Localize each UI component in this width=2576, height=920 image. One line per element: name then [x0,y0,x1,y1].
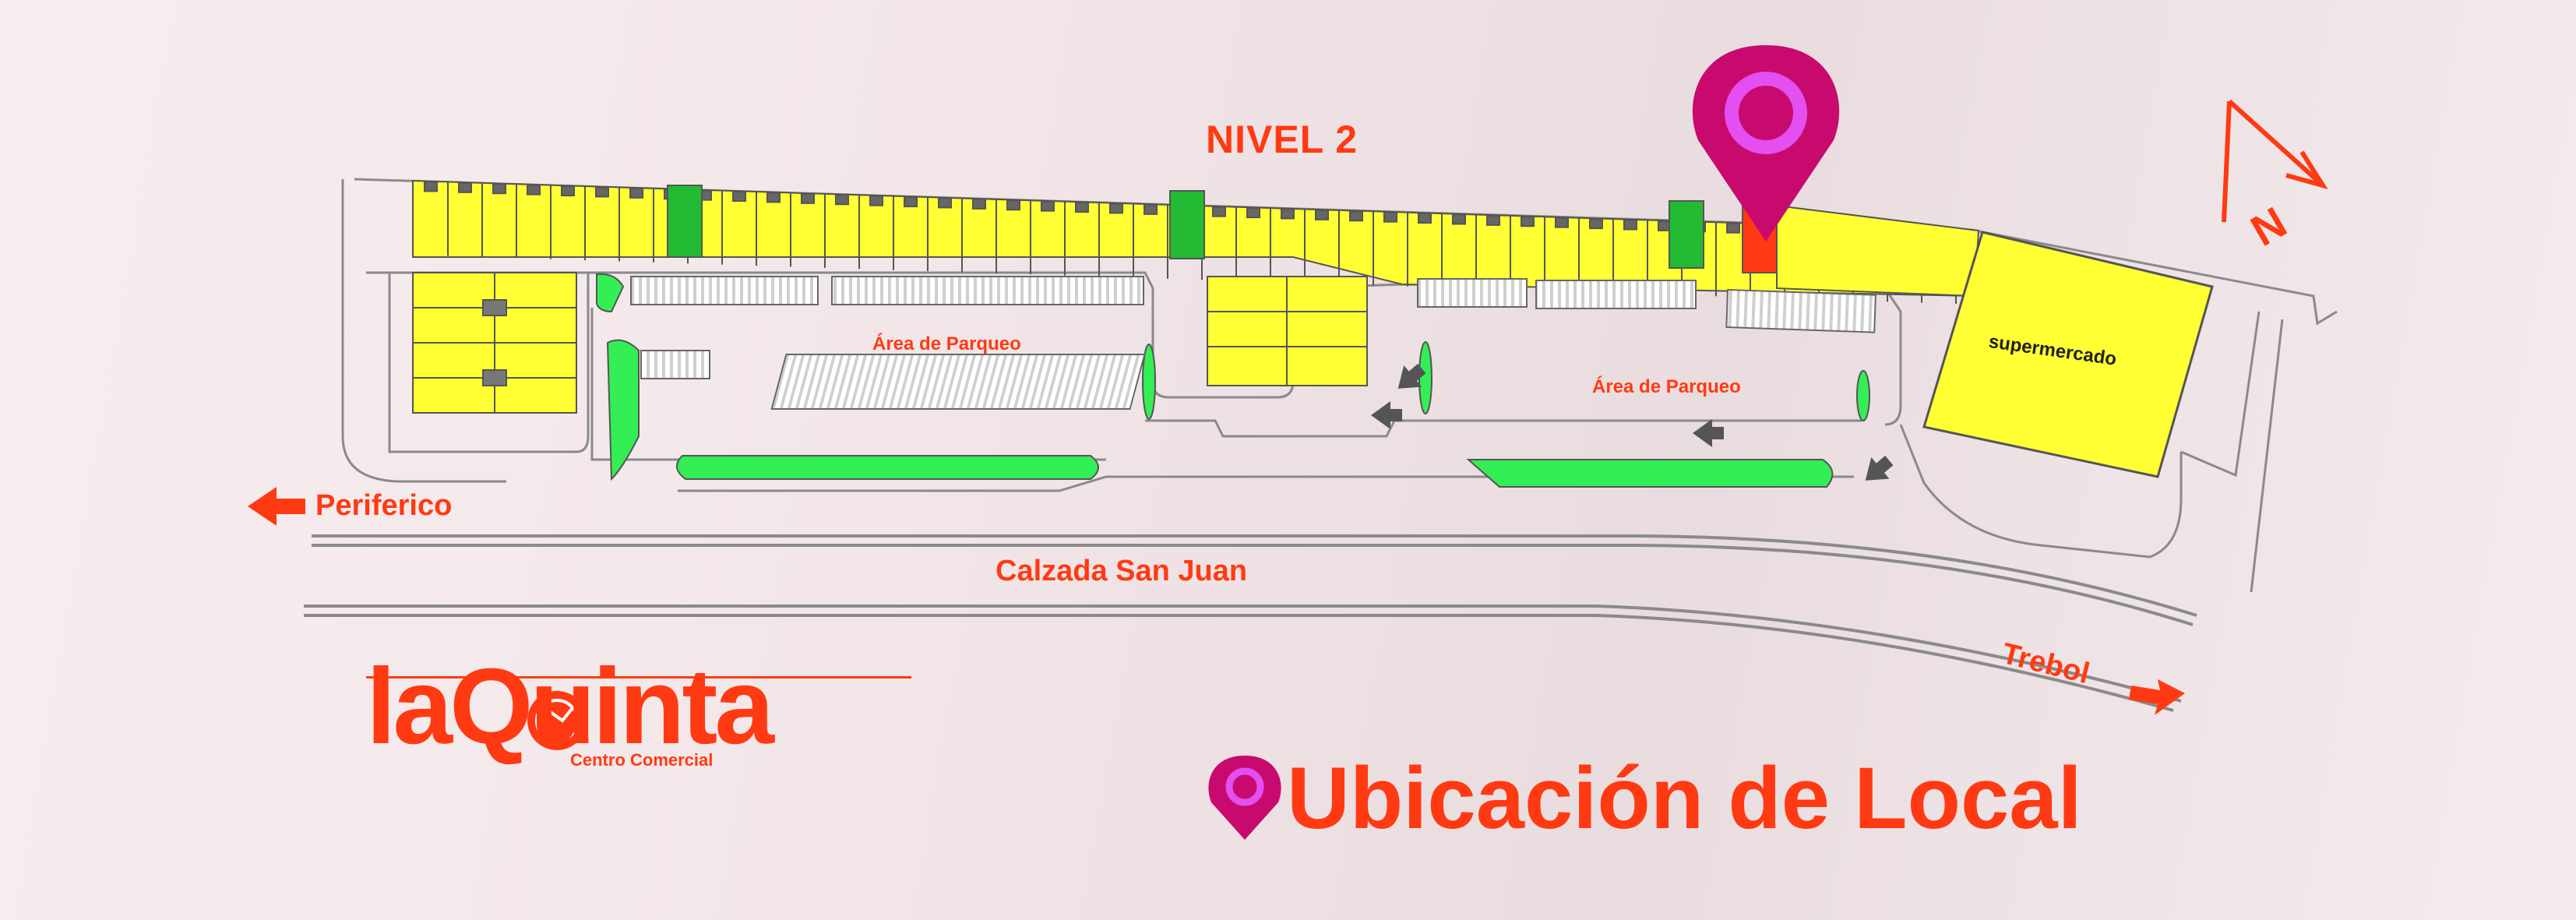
local-door [1726,222,1740,234]
logo-emblem-icon [527,691,587,750]
center-block-locals [1207,276,1368,386]
street-periferico: Periferico [315,489,453,522]
local-door [561,185,575,197]
local-door [1486,214,1500,226]
left-block-locals [412,272,577,414]
local-door [1555,217,1569,228]
local-door [1349,210,1363,222]
logo-underline [366,676,911,679]
local-door [732,191,746,203]
logo-wordmark: laQuinta [366,647,774,767]
local-door [595,186,609,198]
local-door [972,198,986,210]
local-door [938,197,952,209]
location-pin-icon [1208,756,1281,840]
local-door [1315,209,1329,220]
green-area [1169,190,1205,259]
local-door [1418,213,1432,224]
north-arrow-icon [2222,99,2328,223]
local-door [766,192,781,203]
local-door [1041,200,1055,212]
local-door [1212,206,1226,217]
supermarket-block [1922,231,2214,478]
local-door [1006,199,1020,211]
local-door [629,187,643,199]
local-door [1246,207,1260,219]
roads [304,534,2197,712]
local-door [527,184,541,196]
local-door [1452,213,1466,225]
parking-area-label: Área de Parqueo [872,333,1021,354]
local-door [801,192,815,204]
location-title: Ubicación de Local [1287,749,2082,847]
local-door [869,195,883,206]
local-door [1623,219,1637,231]
direction-arrows [1371,364,1894,481]
local-door [904,196,918,208]
green-area [667,185,703,258]
map-pin-icon [1692,45,1840,241]
local-door [1521,216,1535,227]
local-door [1075,202,1089,213]
local-door [492,183,506,195]
level-title: NIVEL 2 [1206,118,1358,161]
local-door [835,194,849,206]
arrow-right-icon [2129,679,2185,715]
parking-rows [630,276,1876,410]
local-door [424,181,438,192]
local-door [1109,203,1123,214]
green-areas [596,273,1870,488]
arrow-left-icon [248,487,305,526]
local-door [1383,211,1397,223]
local-door [1144,203,1158,215]
local-door [1281,208,1295,220]
local-door [458,182,472,193]
local-door [1589,218,1603,230]
street-calzada-san-juan: Calzada San Juan [996,555,1248,587]
parking-area-label: Área de Parqueo [1592,376,1741,397]
green-area [1669,200,1704,269]
top-row-locals [412,179,1980,305]
logo-subtitle: Centro Comercial [570,750,714,770]
